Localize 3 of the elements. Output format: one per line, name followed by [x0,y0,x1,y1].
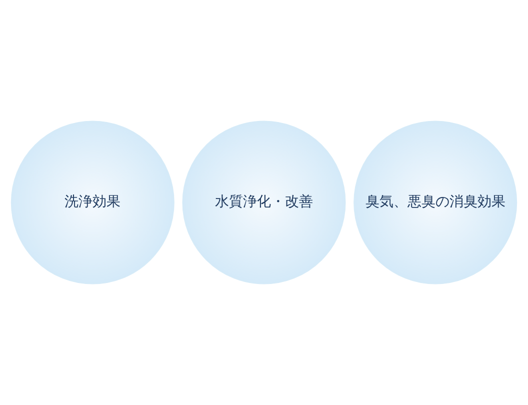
node-circle: 臭気、悪臭の消臭効果 [354,120,518,284]
node-circle: 洗浄効果 [10,120,174,284]
node-circle: 水質浄化・改善 [182,120,346,284]
